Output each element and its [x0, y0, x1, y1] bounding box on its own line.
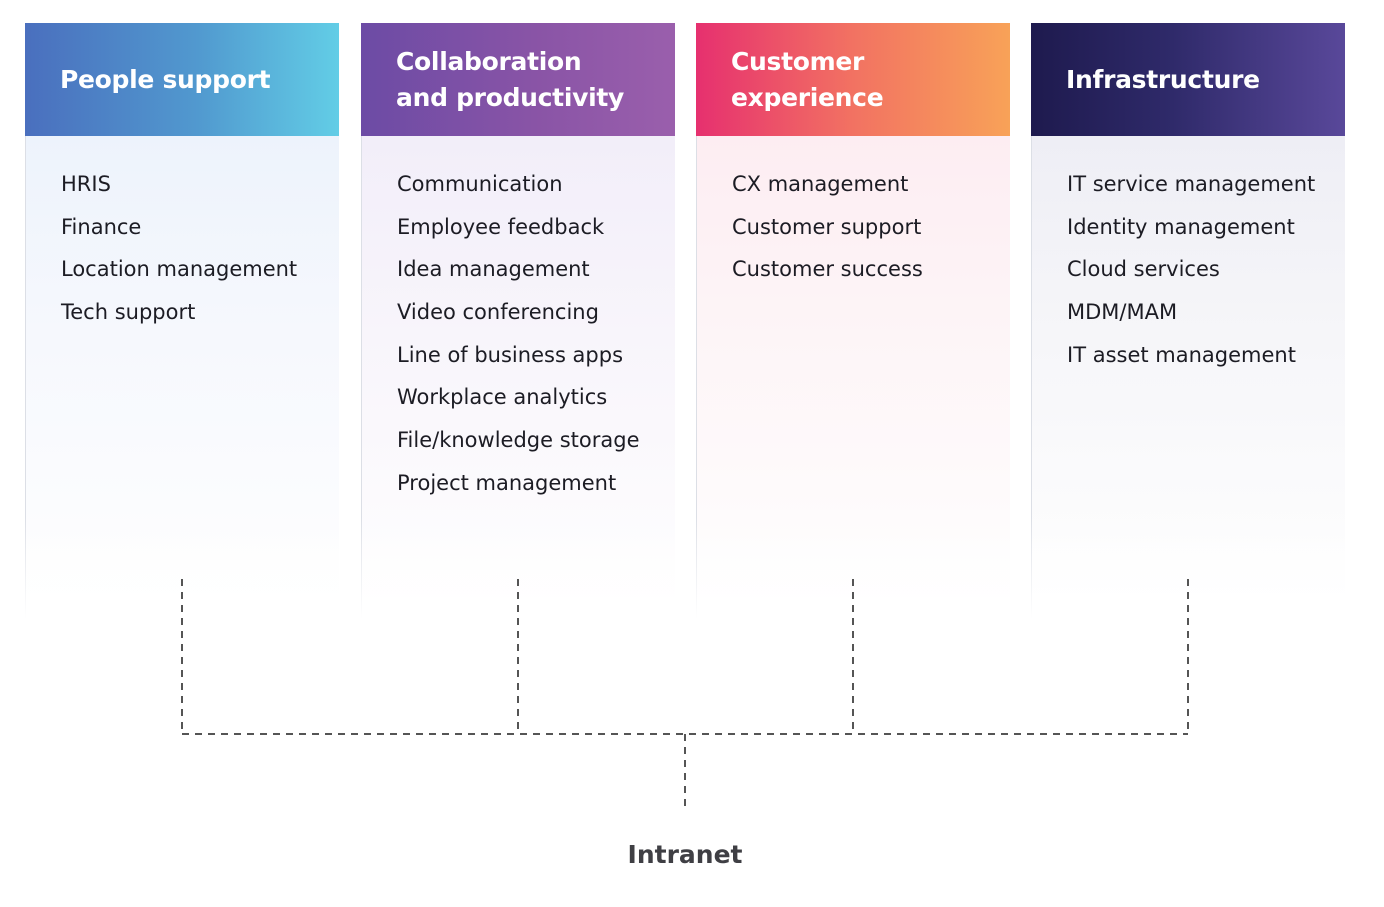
- column-title: People support: [60, 64, 271, 94]
- column-people-support: People support HRIS Finance Location man…: [25, 23, 339, 637]
- list-item: Tech support: [61, 300, 196, 325]
- list-item: Finance: [61, 214, 142, 239]
- list-item: Communication: [397, 172, 563, 196]
- column-body: IT service management Identity managemen…: [1031, 136, 1345, 637]
- list-item: IT asset management: [1067, 342, 1296, 367]
- list-item: Project management: [397, 470, 617, 495]
- column-header: Infrastructure: [1031, 23, 1345, 136]
- column-title: Infrastructure: [1066, 64, 1260, 94]
- column-body: CX management Customer support Customer …: [696, 136, 1010, 637]
- column-infrastructure: Infrastructure IT service management Ide…: [1031, 23, 1345, 637]
- item-list: IT service management Identity managemen…: [1067, 163, 1335, 376]
- item-list: HRIS Finance Location management Tech su…: [61, 163, 329, 334]
- item-list: CX management Customer support Customer …: [732, 163, 1000, 291]
- list-item: Video conferencing: [397, 300, 599, 325]
- list-item: Cloud services: [1067, 257, 1220, 282]
- column-header: People support: [25, 23, 339, 136]
- column-title: Customer experience: [731, 46, 884, 112]
- list-item: CX management: [732, 172, 909, 196]
- list-item: Customer success: [732, 257, 923, 282]
- list-item: IT service management: [1067, 172, 1316, 196]
- list-item: Location management: [61, 257, 298, 282]
- list-item: Customer support: [732, 214, 922, 239]
- column-header: Customer experience: [696, 23, 1010, 136]
- column-title: Collaboration and productivity: [396, 46, 625, 112]
- list-item: Employee feedback: [397, 214, 605, 239]
- item-list: Communication Employee feedback Idea man…: [397, 163, 665, 505]
- column-collaboration-and-productivity: Collaboration and productivity Communica…: [361, 23, 675, 637]
- column-header: Collaboration and productivity: [361, 23, 675, 136]
- list-item: Workplace analytics: [397, 385, 608, 410]
- list-item: MDM/MAM: [1067, 300, 1178, 325]
- hub-label: Intranet: [627, 840, 743, 869]
- list-item: HRIS: [61, 172, 111, 196]
- list-item: Line of business apps: [397, 342, 624, 367]
- list-item: File/knowledge storage: [397, 428, 640, 453]
- list-item: Identity management: [1067, 214, 1295, 239]
- column-customer-experience: Customer experience CX management Custom…: [696, 23, 1010, 637]
- column-body: HRIS Finance Location management Tech su…: [25, 136, 339, 637]
- column-body: Communication Employee feedback Idea man…: [361, 136, 675, 637]
- list-item: Idea management: [397, 257, 590, 282]
